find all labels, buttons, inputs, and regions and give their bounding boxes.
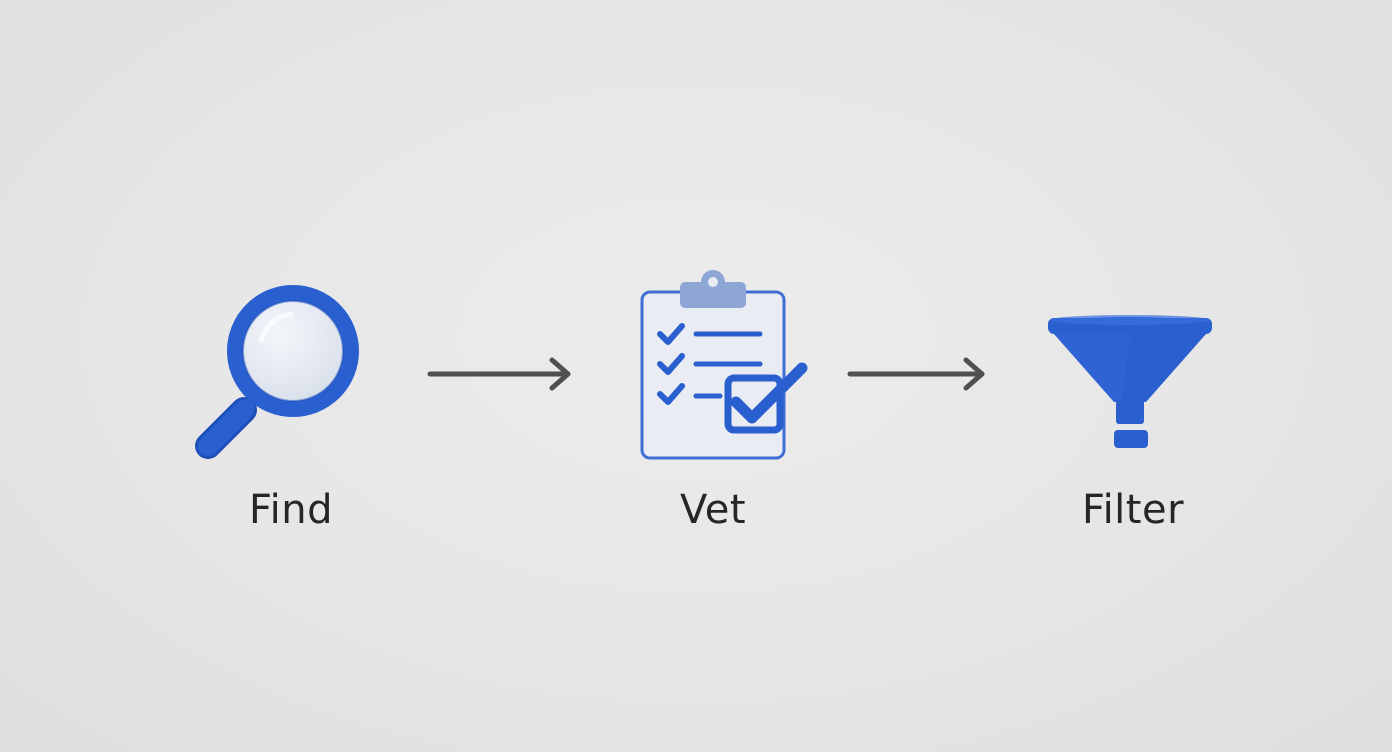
magnifying-glass-icon (186, 285, 366, 466)
step-label-filter: Filter (1081, 487, 1185, 533)
step-label-vet: Vet (679, 487, 747, 533)
funnel-icon (1046, 312, 1218, 460)
arrow-right-icon (426, 356, 576, 396)
clipboard-checklist-icon (636, 266, 816, 466)
step-label-find: Find (249, 487, 333, 533)
arrow-right-icon (846, 356, 996, 396)
